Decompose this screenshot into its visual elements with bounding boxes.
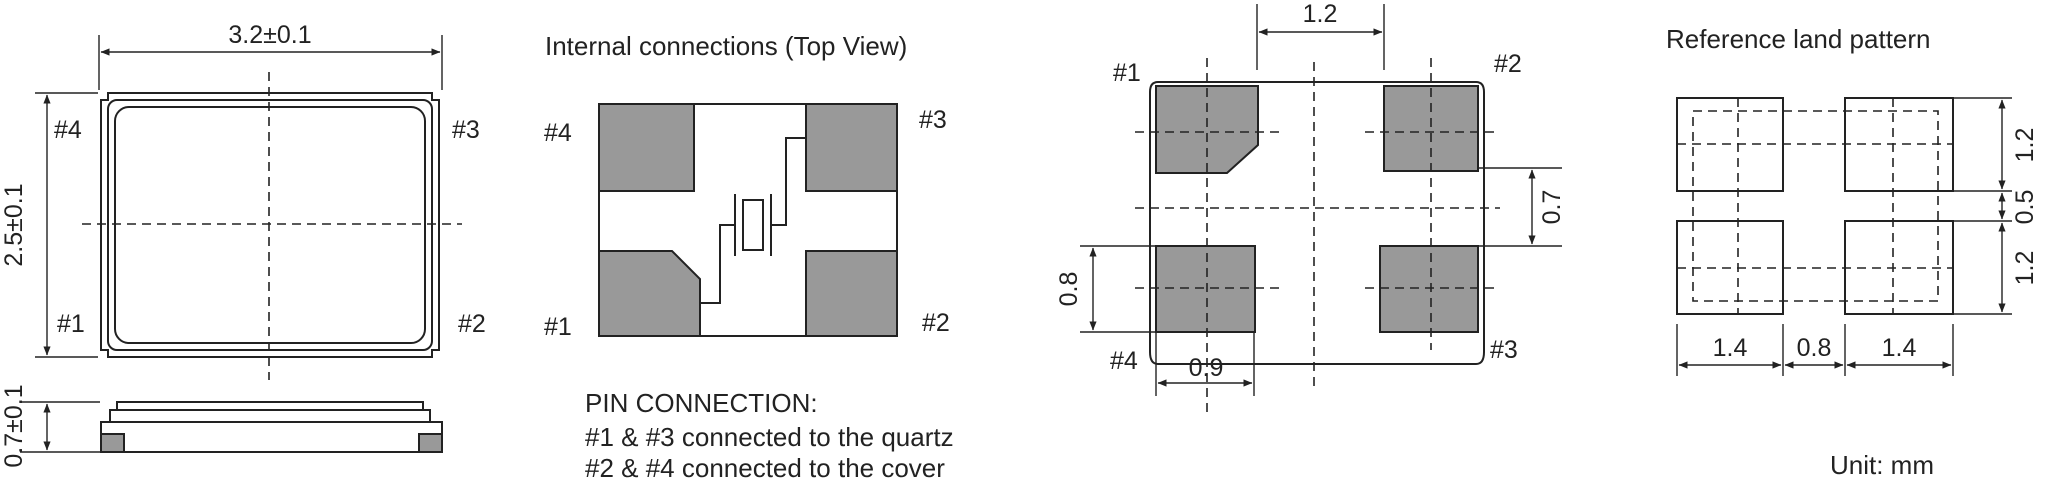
- internal-pad-3: [805, 103, 898, 192]
- dim-pad-height-label: 0.8: [1055, 272, 1083, 307]
- wire-crystal-to-pin1: [700, 224, 735, 304]
- bottom-pad-4: [1155, 245, 1256, 333]
- internal-pad-4: [598, 103, 695, 192]
- dim-pad-width-label: 0.9: [1189, 354, 1224, 382]
- land-pattern-title: Reference land pattern: [1666, 24, 1931, 54]
- dim-col-gap-label: 0.8: [1797, 334, 1832, 362]
- pin-connection-note: PIN CONNECTION: #1 & #3 connected to the…: [585, 388, 954, 482]
- land-component-footprint: [1692, 110, 1939, 302]
- dim-col-right-label: 1.4: [1882, 334, 1917, 362]
- side-pad-left: [100, 433, 125, 453]
- bottom-pin-2: #2: [1494, 50, 1522, 78]
- pin-connection-line-2: #2 & #4 connected to the cover: [585, 453, 945, 482]
- internal-connections-title: Internal connections (Top View): [545, 31, 907, 61]
- package-body-outline: [100, 92, 440, 358]
- internal-package-outline: [598, 103, 898, 337]
- side-pad-right: [418, 433, 443, 453]
- internal-connections-view: Internal connections (Top View) #4 #3 #1…: [544, 31, 950, 341]
- bottom-pin-1: #1: [1113, 59, 1141, 87]
- bottom-pad-3: [1379, 245, 1479, 333]
- dim-col-left-label: 1.4: [1713, 334, 1748, 362]
- outline-pin-3: #3: [452, 116, 480, 144]
- package-outline-view: 3.2±0.1 2.5±0.1 #4 #3 #1 #2 0.7±0.1: [0, 21, 486, 468]
- dim-pad-gap-label: 0.7: [1538, 190, 1566, 225]
- pin-connection-heading: PIN CONNECTION:: [585, 388, 818, 418]
- dim-row-top-label: 1.2: [2011, 128, 2039, 163]
- dim-row-bottom-label: 1.2: [2011, 251, 2039, 286]
- bottom-package-outline: [1149, 81, 1485, 365]
- pin-connection-line-1: #1 & #3 connected to the quartz: [585, 422, 954, 452]
- internal-pin-2: #2: [922, 309, 950, 337]
- dim-height-label: 2.5±0.1: [0, 183, 28, 266]
- dim-pad-spacing-label: 1.2: [1303, 0, 1338, 28]
- bottom-pin-3: #3: [1490, 336, 1518, 364]
- land-pattern-view: Reference land pattern 1.2 0.5 1.2 1.4 0…: [1666, 24, 2039, 480]
- internal-pin-3: #3: [919, 106, 947, 134]
- outline-pin-2: #2: [458, 310, 486, 338]
- internal-pin-4: #4: [544, 119, 572, 147]
- bottom-view: 1.2 0.7 0.8 0.9 #1 #2 #4: [1055, 0, 1566, 418]
- internal-pad-1: [598, 250, 701, 337]
- bottom-pad-1: [1155, 85, 1259, 174]
- package-lid-outer: [107, 99, 433, 351]
- package-lid-inner: [114, 106, 426, 344]
- dim-thickness-label: 0.7±0.1: [0, 384, 28, 467]
- outline-pin-1: #1: [57, 310, 85, 338]
- bottom-pad-2: [1383, 85, 1479, 172]
- wire-crystal-to-pin3: [771, 137, 806, 226]
- unit-label: Unit: mm: [1830, 450, 1934, 480]
- bottom-pin-4: #4: [1110, 347, 1138, 375]
- internal-pin-1: #1: [544, 313, 572, 341]
- dim-width-label: 3.2±0.1: [228, 21, 311, 49]
- dim-row-gap-label: 0.5: [2011, 190, 2039, 225]
- internal-pad-2: [805, 250, 898, 337]
- quartz-crystal-icon: [734, 194, 772, 256]
- outline-pin-4: #4: [54, 116, 82, 144]
- side-view: 0.7±0.1: [0, 384, 443, 468]
